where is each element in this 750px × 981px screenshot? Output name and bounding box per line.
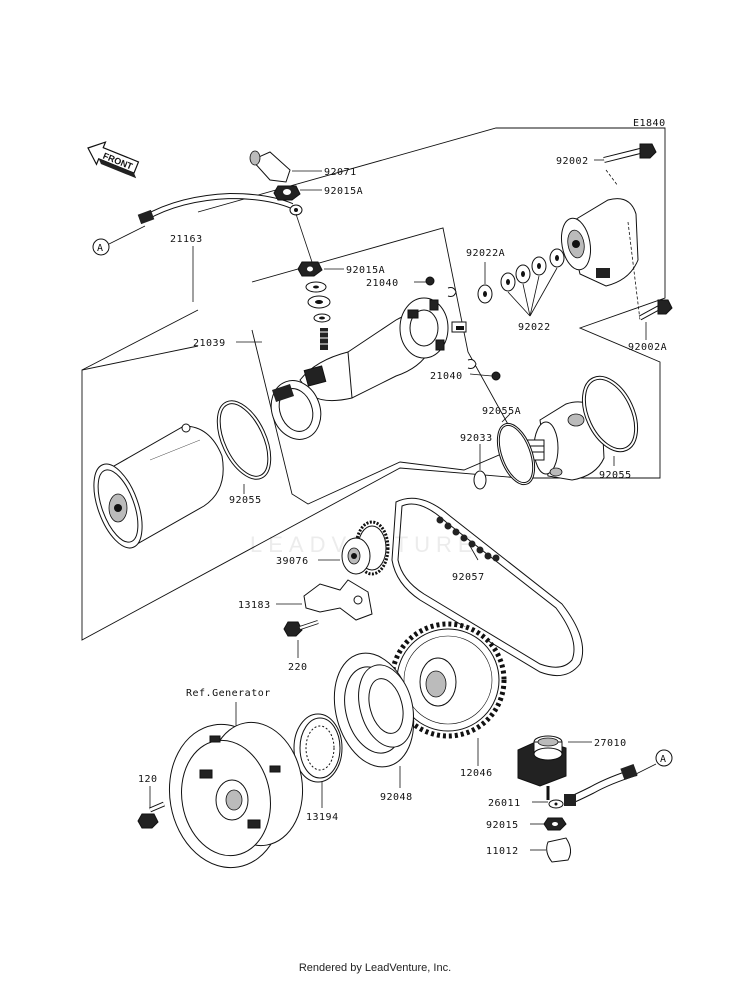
generator-rotor — [168, 721, 304, 869]
label-92071: 92071 — [324, 167, 357, 178]
boot-11012 — [530, 837, 572, 863]
svg-text:A: A — [660, 754, 667, 765]
terminal-cap-92071 — [249, 150, 322, 183]
label-21040-top: 21040 — [366, 278, 399, 289]
brush-holder-frame — [251, 227, 521, 505]
starter-frame-outline — [81, 127, 666, 641]
clutch-92048 — [333, 652, 415, 788]
label-92033: 92033 — [460, 433, 493, 444]
screw-21040-top — [414, 276, 457, 297]
label-92015a-top: 92015A — [324, 186, 363, 197]
label-13194: 13194 — [306, 812, 339, 823]
label-220: 220 — [288, 662, 308, 673]
label-21039: 21039 — [193, 338, 226, 349]
label-92048: 92048 — [380, 792, 413, 803]
starter-cable — [137, 192, 303, 225]
terminal-26011 — [532, 799, 564, 809]
label-11012: 11012 — [486, 846, 519, 857]
nut-92015a — [297, 261, 344, 350]
label-21163: 21163 — [170, 234, 203, 245]
sprocket-39076 — [318, 520, 390, 576]
bolt-92002 — [594, 143, 657, 321]
label-92055-left: 92055 — [229, 495, 262, 506]
label-92002a: 92002A — [628, 342, 667, 353]
label-92015a: 92015A — [346, 265, 385, 276]
label-92022a: 92022A — [466, 248, 505, 259]
starter-gear-12046 — [389, 621, 507, 766]
footer-credit: Rendered by LeadVenture, Inc. — [298, 962, 452, 974]
label-39076: 39076 — [276, 556, 309, 567]
label-12046: 12046 — [460, 768, 493, 779]
callout-a-top: A — [92, 225, 146, 256]
one-way-clutch-13194 — [293, 713, 343, 808]
label-92022: 92022 — [518, 322, 551, 333]
bracket-13183 — [276, 579, 373, 621]
label-92055a: 92055A — [482, 406, 521, 417]
nut-92015 — [530, 817, 567, 831]
label-92055-right: 92055 — [599, 470, 632, 481]
front-end-cover — [560, 198, 639, 287]
brush-holder-21039 — [299, 297, 467, 402]
label-21040-bottom: 21040 — [430, 371, 463, 382]
label-120: 120 — [138, 774, 158, 785]
screw-21040-bottom — [467, 359, 501, 381]
svg-text:A: A — [97, 243, 104, 254]
bolt-220 — [283, 620, 319, 658]
nut-92015a-top — [273, 185, 322, 201]
bolt-120 — [137, 786, 165, 829]
label-92057: 92057 — [452, 572, 485, 583]
starter-relay-27010 — [517, 735, 592, 800]
ref-generator-label: Ref.Generator — [186, 688, 271, 699]
label-26011: 26011 — [488, 798, 521, 809]
washers-92022 — [477, 248, 565, 317]
circlip-92033 — [473, 470, 487, 490]
label-92002: 92002 — [556, 156, 589, 167]
label-13183: 13183 — [238, 600, 271, 611]
label-27010: 27010 — [594, 738, 627, 749]
front-arrow-icon: FRONT — [87, 141, 140, 179]
bolt-92002a — [638, 299, 673, 340]
diagram-code: E1840 — [633, 118, 666, 129]
callout-a-bottom: A — [564, 749, 673, 806]
starter-motor-housing — [93, 423, 224, 549]
label-92015: 92015 — [486, 820, 519, 831]
end-cover-ring — [270, 380, 322, 440]
starter-chain-92057 — [391, 497, 584, 677]
